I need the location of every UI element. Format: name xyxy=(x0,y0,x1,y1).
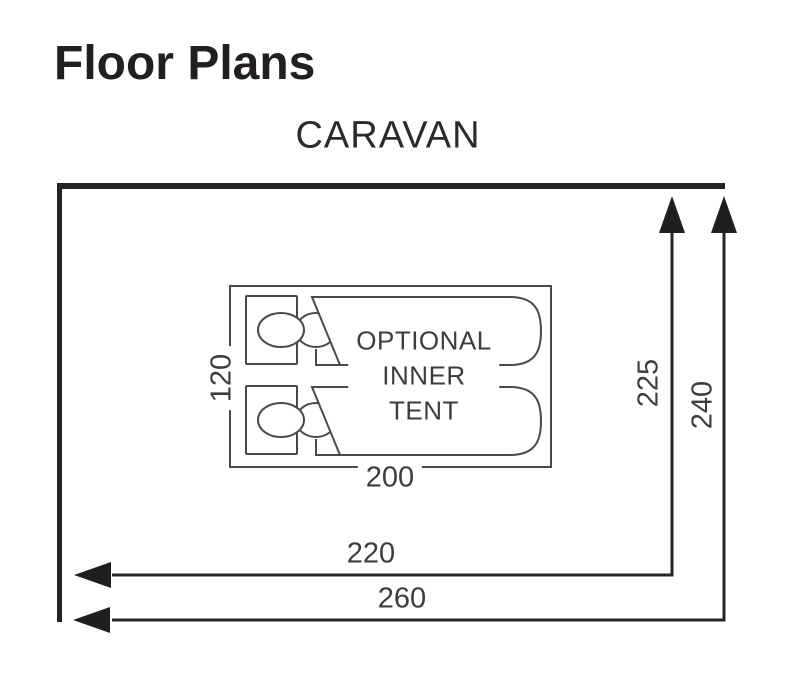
dim-label-inner-tent-width-200: 200 xyxy=(357,459,423,497)
arrowhead-up-225 xyxy=(659,196,685,233)
dimension-line-240-260 xyxy=(112,232,726,622)
dim-label-awning-width-220: 220 xyxy=(346,537,396,570)
page-title: Floor Plans xyxy=(54,37,316,90)
inner-tent-label-line-3: TENT xyxy=(389,395,459,426)
caravan-wall-line xyxy=(57,183,725,189)
arrowhead-up-240 xyxy=(711,196,737,233)
bed-top-bag-fold xyxy=(315,349,340,366)
dim-label-awning-depth-225: 225 xyxy=(632,358,665,408)
bed-top-head xyxy=(257,312,305,348)
dimension-line-225-220 xyxy=(112,232,674,577)
inner-tent-label-line-1: OPTIONAL xyxy=(356,325,492,356)
arrowhead-left-260 xyxy=(73,607,110,633)
caravan-label: CARAVAN xyxy=(295,114,481,157)
dim-label-inner-tent-depth-120: 120 xyxy=(203,345,241,411)
awning-left-wall-line xyxy=(57,183,62,622)
dim-label-overall-depth-240: 240 xyxy=(686,380,719,430)
inner-tent-label-line-2: INNER xyxy=(382,360,466,391)
bed-bottom-bag-fold xyxy=(315,439,340,456)
bed-bottom-head xyxy=(257,402,305,438)
dim-label-overall-width-260: 260 xyxy=(377,582,427,615)
arrowhead-left-220 xyxy=(74,562,111,588)
inner-tent-label: OPTIONAL INNER TENT xyxy=(348,321,500,431)
